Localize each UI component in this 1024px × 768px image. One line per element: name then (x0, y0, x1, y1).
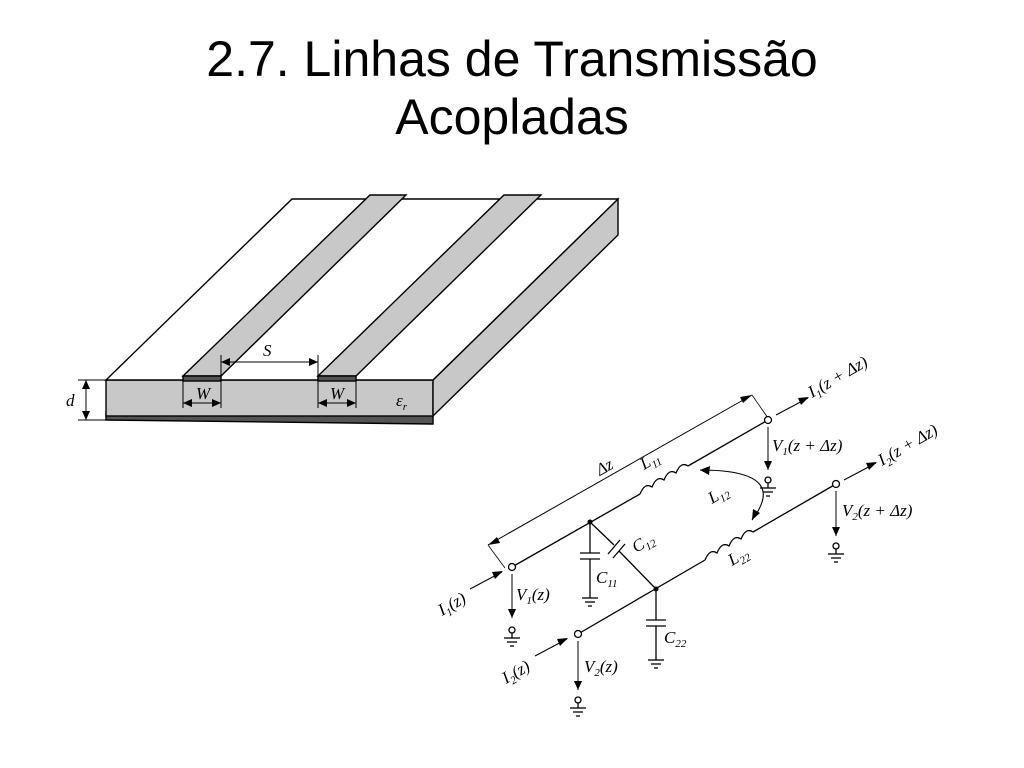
substrate-front-face (105, 379, 434, 417)
label-C11: C11 (596, 568, 618, 590)
label-I1dz: I1(z + Δz) (804, 352, 873, 405)
label-d: d (66, 391, 75, 410)
label-dz: Δz (592, 455, 617, 480)
label-eps: εr (396, 391, 408, 413)
label-w-left: W (196, 384, 212, 403)
coupled-line-circuit (469, 394, 877, 717)
port-1-in (507, 562, 517, 572)
slide-title-line-1: 2.7. Linhas de Transmissão (206, 31, 818, 87)
label-L22: L22 (724, 543, 754, 573)
label-s: S (263, 341, 272, 360)
label-C22: C22 (664, 628, 687, 650)
label-V2z: V2(z) (584, 657, 618, 679)
label-V2dz: V2(z + Δz) (842, 501, 913, 523)
label-I2z: I2(z) (498, 656, 535, 690)
label-w-right: W (330, 384, 346, 403)
label-I1z: I1(z) (434, 588, 471, 622)
port-2-in (573, 629, 583, 639)
slide-title-line-2: Acopladas (395, 89, 629, 145)
label-V1dz: V1(z + Δz) (772, 436, 843, 458)
label-C12: C12 (629, 529, 660, 559)
port-2-out (831, 479, 841, 489)
label-L11: L11 (636, 447, 665, 476)
slide-title: 2.7. Linhas de Transmissão Acopladas (0, 30, 1024, 146)
label-V1z: V1(z) (516, 585, 550, 607)
strip-1-edge (182, 375, 222, 382)
label-I2dz: I2(z + Δz) (874, 420, 943, 473)
port-1-out (763, 415, 773, 425)
strip-2-edge (317, 375, 357, 382)
label-L12: L12 (704, 481, 734, 511)
